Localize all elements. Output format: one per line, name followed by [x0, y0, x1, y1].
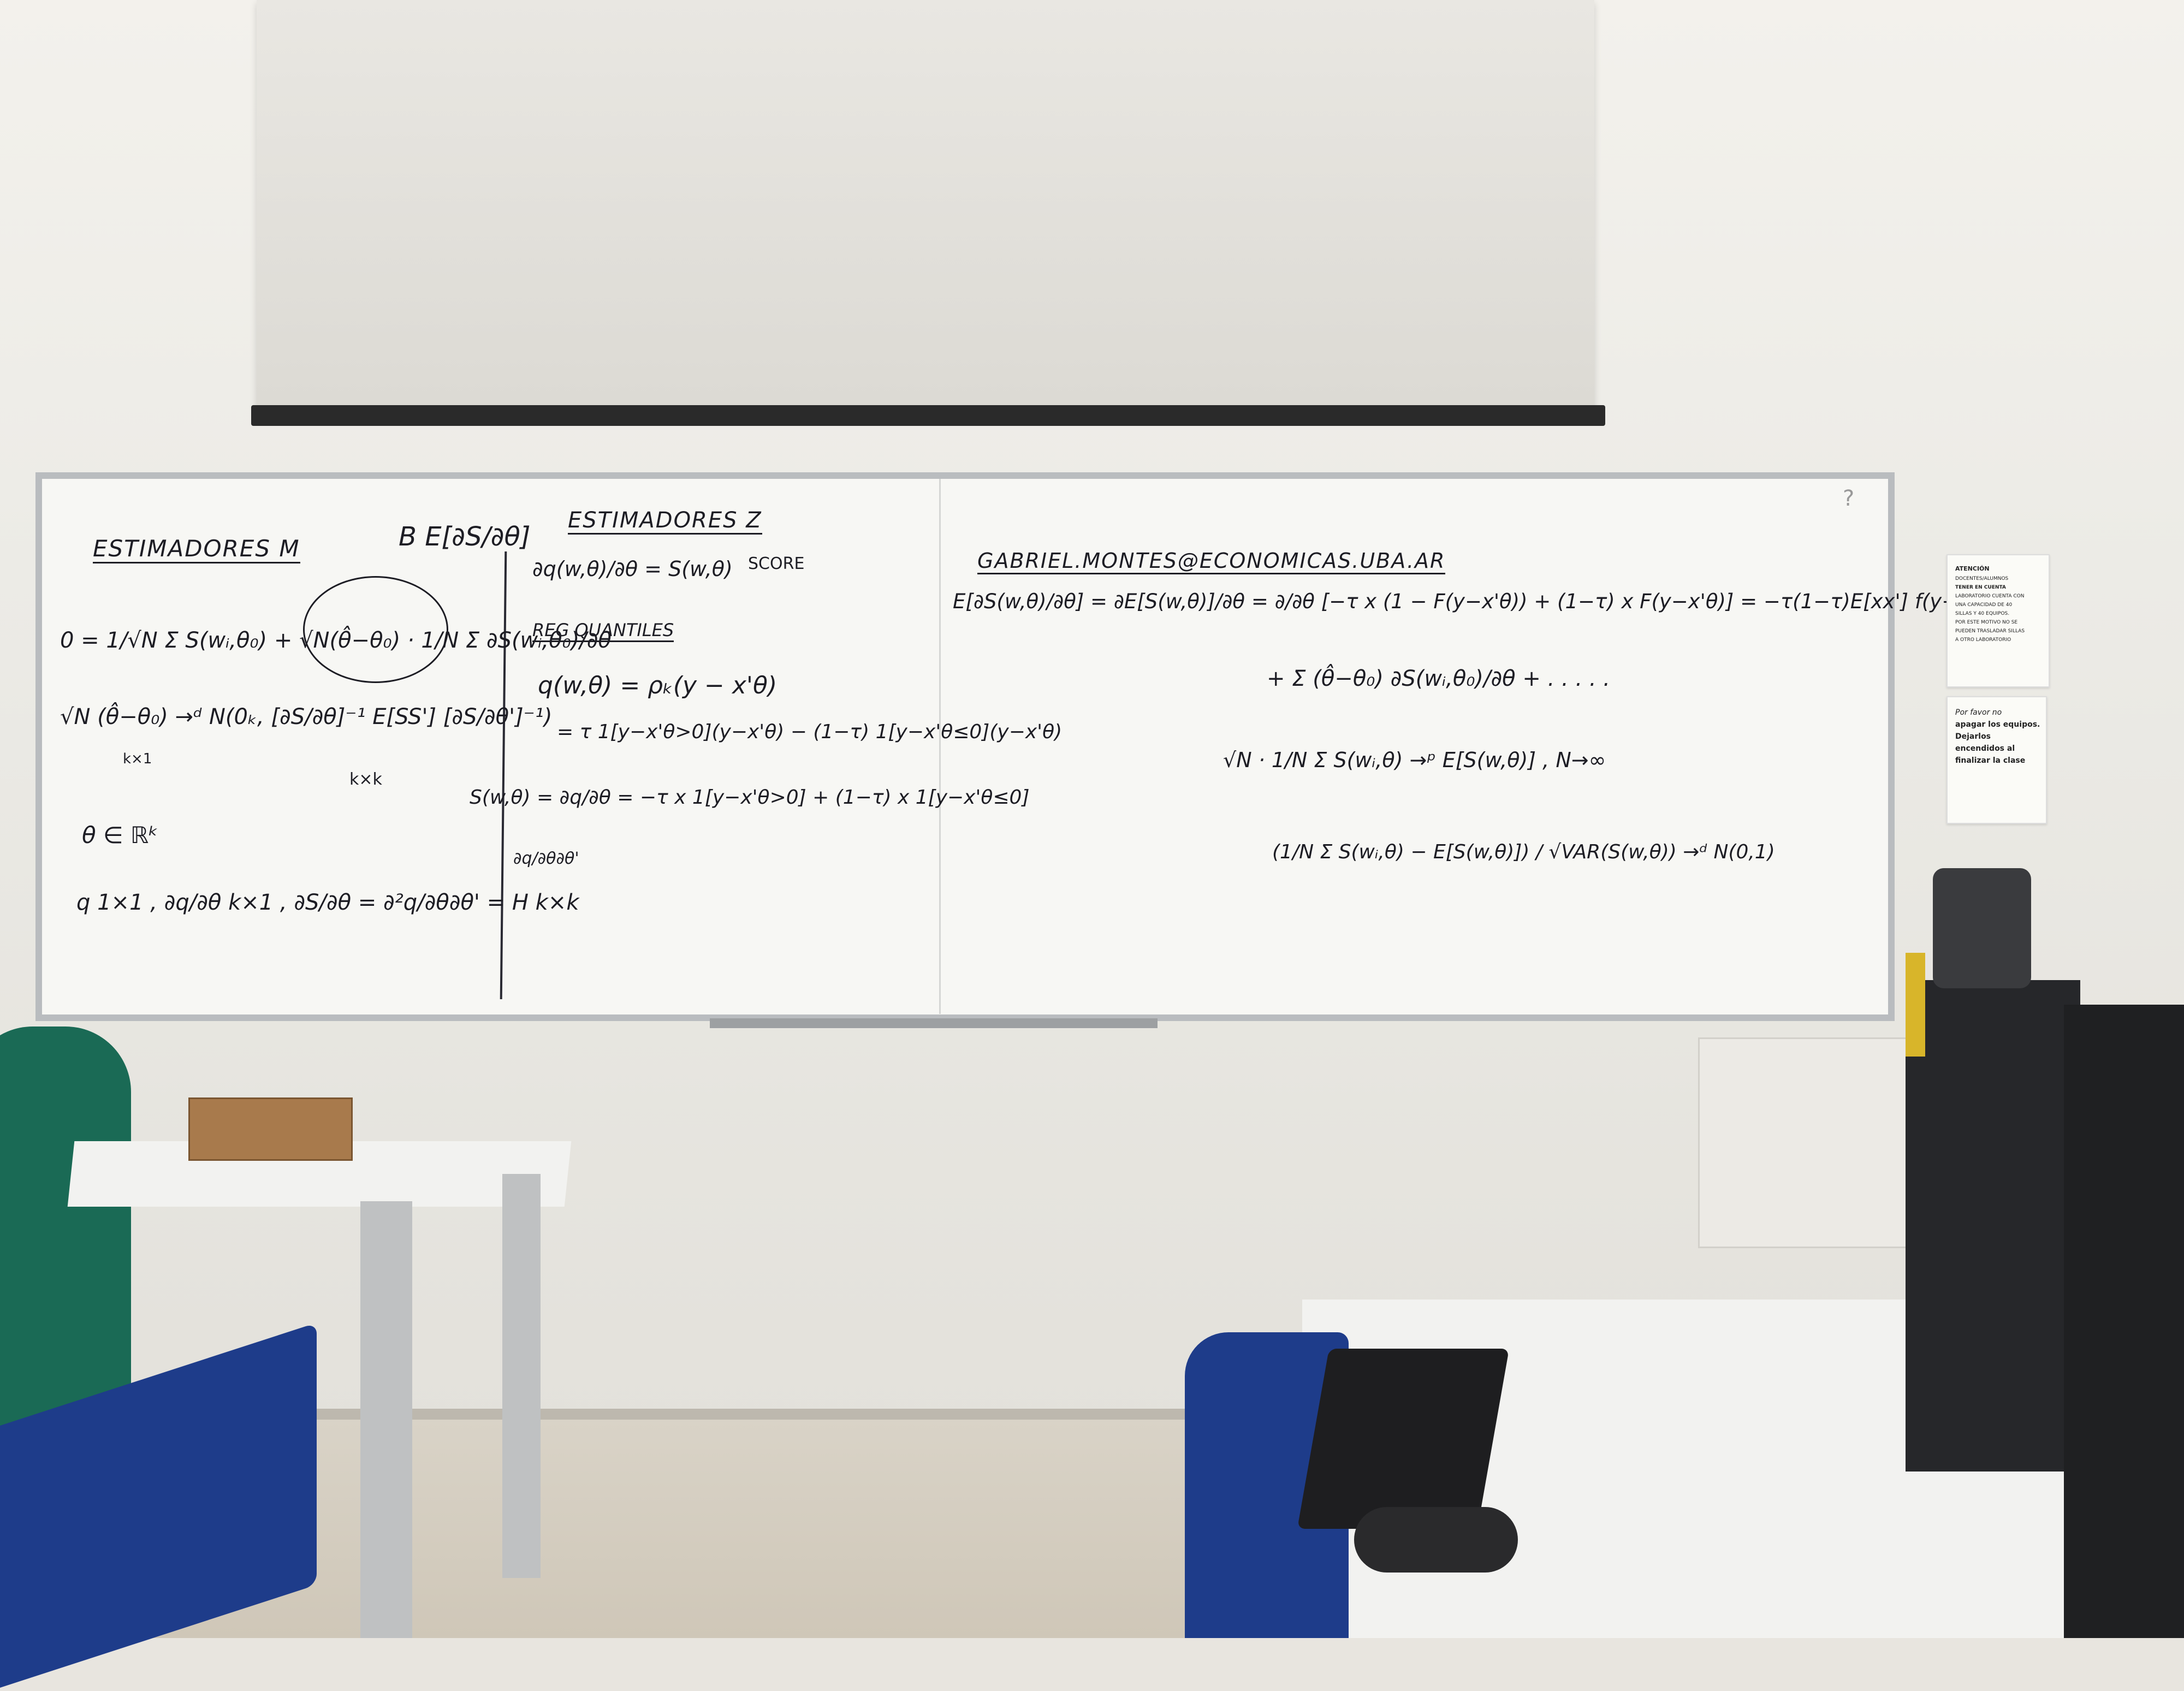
equation-score-quantile: S(w,θ) = ∂q/∂θ = −τ x 1[y−x'θ>0] + (1−τ)…: [470, 786, 1030, 809]
notice-line: Dejarlos: [1955, 732, 1991, 741]
whiteboard: [35, 472, 1895, 1021]
question-mark: ?: [1843, 486, 1855, 511]
monitor-arm: [1933, 868, 2031, 988]
equation-law-large-numbers: √N · 1/N Σ S(wᵢ,θ) →ᵖ E[S(w,θ)] , N→∞: [1223, 748, 1606, 772]
equation-second-derivative: ∂q/∂θ∂θ': [513, 849, 579, 868]
keyboard: [1297, 1349, 1510, 1529]
left-desk-leg: [502, 1174, 541, 1578]
notice-attention-line: TENER EN CUENTA: [1955, 585, 2006, 590]
equation-indicator-expansion: = τ 1[y−x'θ>0](y−x'θ) − (1−τ) 1[y−x'θ≤0]…: [557, 721, 1063, 743]
notice-attention: ATENCIÓN DOCENTES/ALUMNOS TENER EN CUENT…: [1946, 554, 2050, 687]
annotation-b-expectation: B E[∂S/∂θ]: [399, 521, 531, 552]
notice-attention-line: SILLAS Y 40 EQUIPOS.: [1955, 611, 2010, 616]
notice-attention-line: A OTRO LABORATORIO: [1955, 637, 2011, 643]
theta-in-rk: θ ∈ ℝᵏ: [82, 822, 159, 849]
notice-attention-line: POR ESTE MOTIVO NO SE: [1955, 620, 2018, 625]
notice-attention-title: ATENCIÓN: [1955, 565, 1990, 572]
whiteboard-seam: [939, 479, 941, 1014]
label-score: SCORE: [748, 554, 805, 573]
yellow-tag: [1906, 953, 1925, 1057]
notice-attention-line: DOCENTES/ALUMNOS: [1955, 576, 2009, 582]
projector-screen: [257, 0, 1594, 407]
whiteboard-marker-tray: [710, 1018, 1158, 1028]
heading-estimadores-m: ESTIMADORES M: [93, 535, 300, 563]
notice-attention-line: PUEDEN TRASLADAR SILLAS: [1955, 628, 2025, 634]
notice-attention-line: LABORATORIO CUENTA CON: [1955, 594, 2025, 599]
computer-mouse: [1354, 1507, 1518, 1573]
circle-annotation: [303, 576, 448, 683]
dimension-label-kxk: k×k: [349, 770, 382, 789]
left-desk-leg: [360, 1201, 412, 1638]
cardboard-box: [188, 1097, 353, 1161]
notice-line: encendidos al: [1955, 744, 2015, 753]
notice-line: Por favor no: [1955, 708, 2002, 717]
equation-asymptotic-normality: √N (θ̂−θ₀) →ᵈ N(0ₖ, [∂S/∂θ]⁻¹ E[SS'] [∂S…: [60, 704, 553, 729]
notice-attention-line: UNA CAPACIDAD DE 40: [1955, 602, 2013, 608]
equation-expansion-terms: + Σ (θ̂−θ₀) ∂S(wᵢ,θ₀)/∂θ + . . . . .: [1267, 666, 1611, 691]
notice-line: finalizar la clase: [1955, 756, 2026, 765]
equation-score-definition: ∂q(w,θ)/∂θ = S(w,θ): [532, 557, 733, 581]
equation-q-dimensions: q 1×1 , ∂q/∂θ k×1 , ∂S/∂θ = ∂²q/∂θ∂θ' = …: [76, 890, 579, 915]
notice-line: apagar los equipos.: [1955, 720, 2040, 729]
monitor-back-1: [1906, 980, 2080, 1472]
equation-clt: (1/N Σ S(wᵢ,θ) − E[S(w,θ)]) / √VAR(S(w,θ…: [1272, 841, 1775, 863]
equation-expected-derivative: E[∂S(w,θ)/∂θ] = ∂E[S(w,θ)]/∂θ = ∂/∂θ [−τ…: [953, 590, 1997, 613]
wall-access-panel: [1698, 1037, 1914, 1248]
heading-reg-quantiles: REG QUANTILES: [532, 620, 674, 642]
monitor-back-2: [2064, 1005, 2184, 1638]
notice-keep-computers-on: Por favor no apagar los equipos. Dejarlo…: [1946, 696, 2047, 824]
equation-check-function: q(w,θ) = ρₖ(y − x'θ): [538, 672, 778, 699]
dimension-label-kx1: k×1: [123, 751, 152, 767]
heading-estimadores-z: ESTIMADORES Z: [568, 508, 762, 535]
email-address: GABRIEL.MONTES@ECONOMICAS.UBA.AR: [977, 549, 1446, 574]
projector-screen-bar: [251, 405, 1605, 426]
